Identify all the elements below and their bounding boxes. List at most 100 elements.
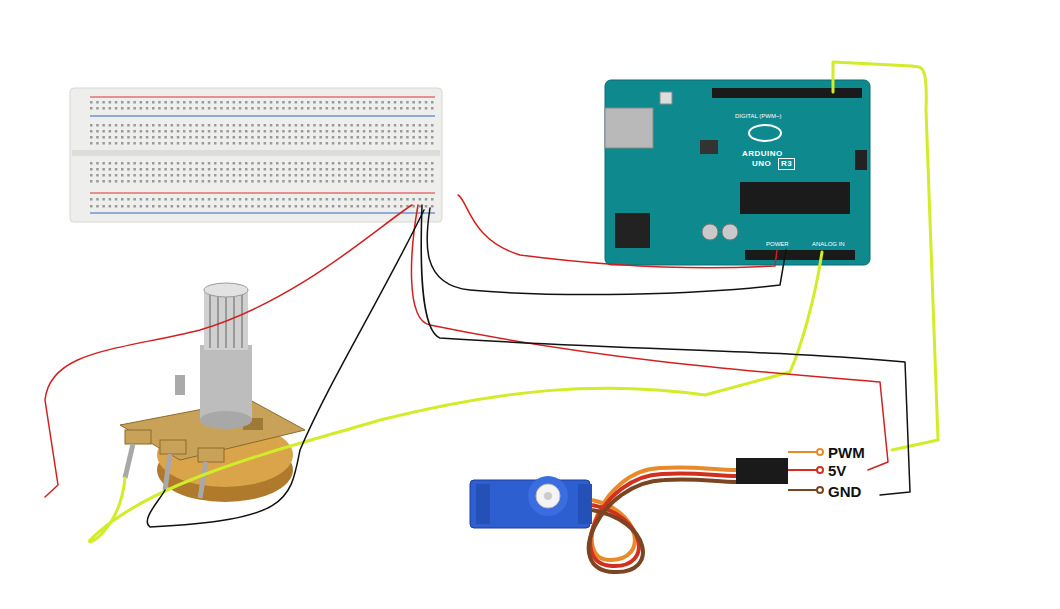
breadboard-part [70,88,442,222]
breadboard-part-part [226,101,229,104]
wires-part [45,205,412,497]
breadboard-part-part [183,205,186,208]
breadboard-part-part [307,180,310,183]
breadboard-part-part [406,142,409,145]
breadboard-part-part [425,180,428,183]
breadboard-part-part [146,162,149,165]
breadboard-part-part [226,180,229,183]
breadboard-part-part [115,180,118,183]
breadboard-part-part [301,205,304,208]
potentiometer-part-part [200,462,206,498]
breadboard-part-part [90,205,93,208]
breadboard-part-part [419,162,422,165]
breadboard-part-part [431,130,434,133]
breadboard-part-part [239,130,242,133]
breadboard-part-part [133,107,136,110]
breadboard-part-part [270,124,273,127]
breadboard-part-part [90,130,93,133]
breadboard-part-part [344,174,347,177]
breadboard-part-part [239,174,242,177]
breadboard-part-part [381,174,384,177]
breadboard-part-part [431,162,434,165]
breadboard-part-part [412,142,415,145]
breadboard-part-part [369,136,372,139]
breadboard-part-part [425,142,428,145]
breadboard-part-part [164,142,167,145]
breadboard-part-part [115,162,118,165]
breadboard-part-part [127,130,130,133]
breadboard-part-part [164,174,167,177]
breadboard-part-part [115,198,118,201]
breadboard-part-part [115,124,118,127]
potentiometer-part-part [125,430,151,444]
breadboard-part-part [195,124,198,127]
breadboard-part-part [140,136,143,139]
breadboard-part-part [282,136,285,139]
breadboard-part-part [388,174,391,177]
breadboard-part-part [344,205,347,208]
breadboard-part-part [257,205,260,208]
breadboard-part-part [369,124,372,127]
breadboard-part-part [264,142,267,145]
breadboard-part-part [171,168,174,171]
breadboard-part-part [152,124,155,127]
header-label: DIGITAL (PWM~) [735,113,782,119]
breadboard-part-part [140,101,143,104]
breadboard-part-part [388,142,391,145]
breadboard-part-part [425,124,428,127]
breadboard-part-part [419,180,422,183]
wires-part [421,205,910,495]
breadboard-part-part [257,101,260,104]
breadboard-part-part [115,130,118,133]
breadboard-part-part [127,142,130,145]
breadboard-part-part [388,107,391,110]
breadboard-part-part [171,180,174,183]
breadboard-part-part [214,107,217,110]
breadboard-part-part [357,162,360,165]
breadboard-part-part [375,124,378,127]
breadboard-part-part [406,136,409,139]
breadboard-part-part [394,174,397,177]
breadboard-part-part [350,205,353,208]
breadboard-part-part [276,174,279,177]
breadboard-part-part [394,124,397,127]
breadboard-part-part [276,130,279,133]
breadboard-part-part [313,124,316,127]
breadboard-part-part [189,162,192,165]
breadboard-part-part [412,107,415,110]
breadboard-part-part [189,142,192,145]
breadboard-part-part [307,168,310,171]
breadboard-part-part [313,198,316,201]
breadboard-part-part [369,142,372,145]
breadboard-part-part [152,168,155,171]
breadboard-part-part [177,162,180,165]
breadboard-part-part [344,107,347,110]
breadboard-part-part [115,174,118,177]
breadboard-part-part [357,168,360,171]
breadboard-part-part [133,130,136,133]
breadboard-part-part [394,107,397,110]
breadboard-part [90,116,435,117]
breadboard-part-part [226,205,229,208]
breadboard-part-part [400,205,403,208]
breadboard-part-part [220,142,223,145]
breadboard-part-part [394,136,397,139]
breadboard-part-part [276,198,279,201]
arduino-board-part [749,125,781,141]
breadboard-part-part [226,198,229,201]
breadboard-part-part [313,142,316,145]
breadboard-part-part [381,107,384,110]
breadboard-part-part [270,142,273,145]
breadboard-part-part [332,107,335,110]
arduino-board-part [745,250,855,260]
board-model: UNO [752,160,771,168]
breadboard-part-part [270,136,273,139]
breadboard-part-part [239,168,242,171]
breadboard-part-part [171,101,174,104]
breadboard-part-part [319,107,322,110]
breadboard-part-part [425,136,428,139]
breadboard-part-part [220,124,223,127]
breadboard-part-part [208,101,211,104]
arduino-board-part [702,224,718,240]
breadboard-part-part [412,101,415,104]
